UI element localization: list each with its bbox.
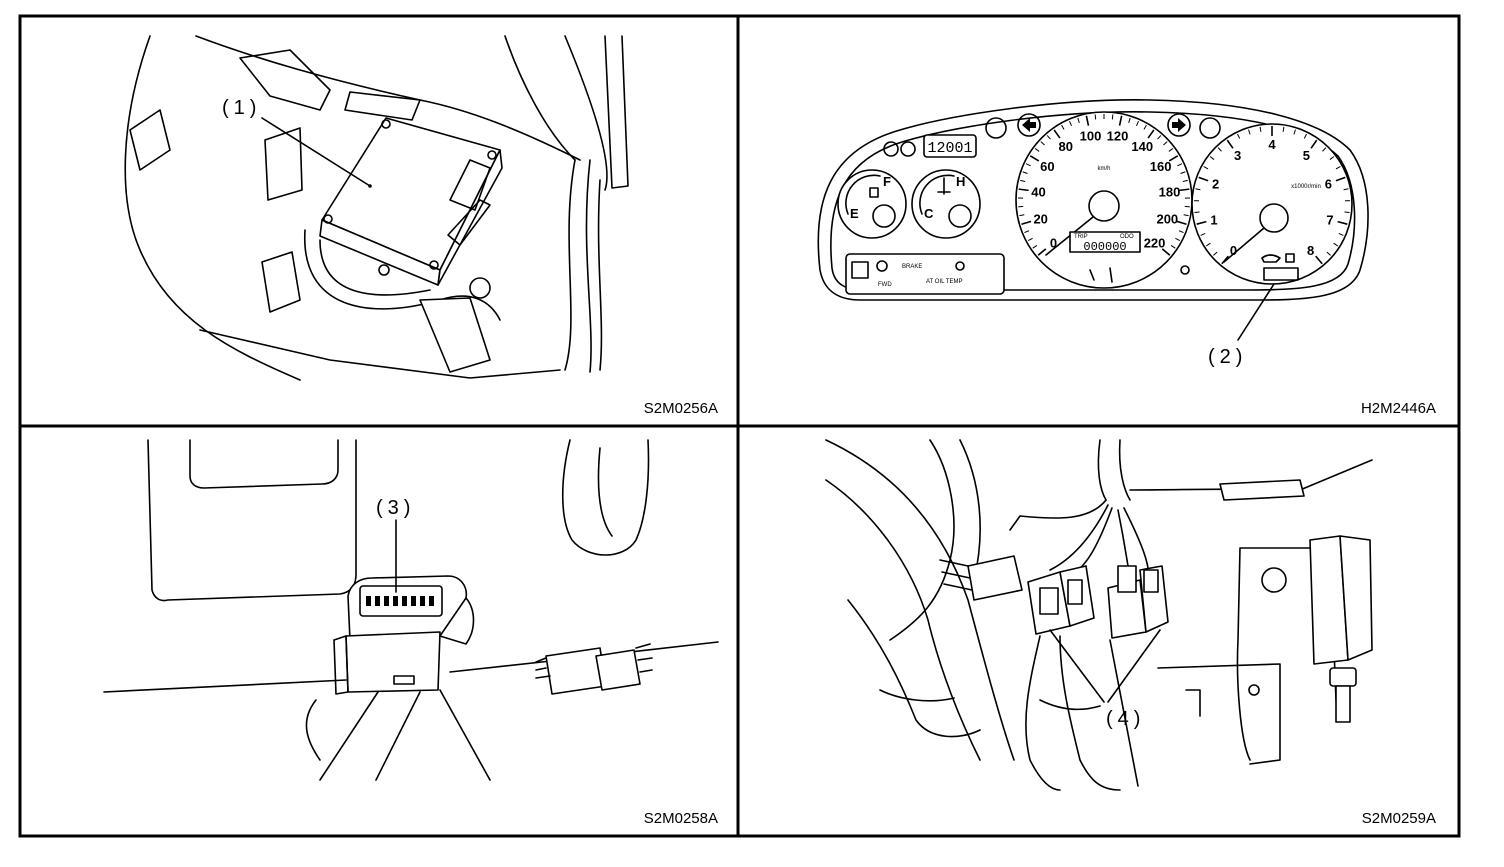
atoil-warning-text: AT OIL TEMP: [926, 279, 962, 285]
gauge-tick-label: 200: [1156, 212, 1178, 227]
gauge-minor-tick: [1345, 212, 1350, 213]
stop-switch-nut: [1330, 668, 1356, 686]
gauge-tick-label: 20: [1033, 212, 1047, 227]
gauge-tick-label: 80: [1058, 139, 1072, 154]
temp-gauge: H C: [912, 170, 980, 238]
gauge-minor-tick: [1194, 212, 1199, 213]
warning-lamp-panel: [846, 254, 1004, 294]
callout-2: (2): [1208, 346, 1247, 368]
gauge-tick-label: 3: [1234, 148, 1241, 163]
fuel-empty-label: E: [850, 206, 859, 221]
harness-connector: [546, 648, 606, 694]
gauge-tick-label: 60: [1040, 159, 1054, 174]
gauge-tick-label: 5: [1303, 148, 1310, 163]
diag-pin: [429, 596, 434, 606]
stop-switch-plunger: [1336, 686, 1350, 722]
trip-odo-value: 000000: [1083, 240, 1126, 254]
leader-dot-1: [368, 184, 372, 188]
gauge-tick-label: 1: [1210, 213, 1217, 228]
gauge-minor-tick: [1112, 114, 1113, 119]
gauge-tick-label: 2: [1212, 176, 1219, 191]
diag-bracket: [346, 632, 440, 692]
clock-display-value: 12001: [927, 140, 972, 157]
figure-code-4: S2M0259A: [1362, 810, 1436, 827]
gauge-tick-label: 8: [1307, 243, 1314, 258]
gauge-tick-label: 120: [1107, 128, 1129, 143]
figure-code-3: S2M0258A: [644, 810, 718, 827]
harness-connector: [596, 650, 640, 690]
test-connector-b-latch: [1118, 566, 1136, 592]
fuel-gauge-dial: [838, 170, 906, 238]
temp-gauge-hub: [949, 205, 971, 227]
gauge-tick-label: 140: [1131, 139, 1153, 154]
gauge-tick-label: 6: [1325, 176, 1332, 191]
gauge-tick-label: 40: [1031, 185, 1045, 200]
awd-warning-text: FWD: [878, 282, 892, 288]
callout-4: (4): [1106, 708, 1145, 730]
fuel-full-label: F: [883, 174, 891, 189]
gauge-tick-label: 7: [1326, 213, 1333, 228]
diag-pin: [366, 596, 371, 606]
fuel-gauge-hub: [873, 205, 895, 227]
tach-unit-label: x1000r/min: [1291, 184, 1321, 190]
gauge-tick-label: 220: [1144, 235, 1166, 250]
figure-code-1: S2M0256A: [644, 400, 718, 417]
speed-unit-label: km/h: [1097, 166, 1110, 172]
diag-pin: [402, 596, 407, 606]
gauge-tick-label: 180: [1159, 185, 1181, 200]
gauge-minor-tick: [1095, 114, 1096, 119]
diag-pin: [420, 596, 425, 606]
temp-hot-label: H: [956, 174, 965, 189]
diag-pin: [393, 596, 398, 606]
callout-1: (1): [222, 97, 261, 119]
diag-pin: [411, 596, 416, 606]
gauge-tick-label: 160: [1150, 159, 1172, 174]
temp-cold-label: C: [924, 206, 934, 221]
harness-sleeve: [1220, 480, 1304, 500]
gauge-tick-label: 4: [1268, 137, 1276, 152]
fuel-gauge: F E: [838, 170, 906, 238]
gauge-tick-label: 100: [1080, 128, 1102, 143]
figure-code-2: H2M2446A: [1361, 400, 1436, 417]
diag-pin: [375, 596, 380, 606]
brake-warning-text: BRAKE: [902, 264, 922, 270]
callout-3: (3): [376, 497, 415, 519]
temp-gauge-dial: [912, 170, 980, 238]
diag-pin: [384, 596, 389, 606]
